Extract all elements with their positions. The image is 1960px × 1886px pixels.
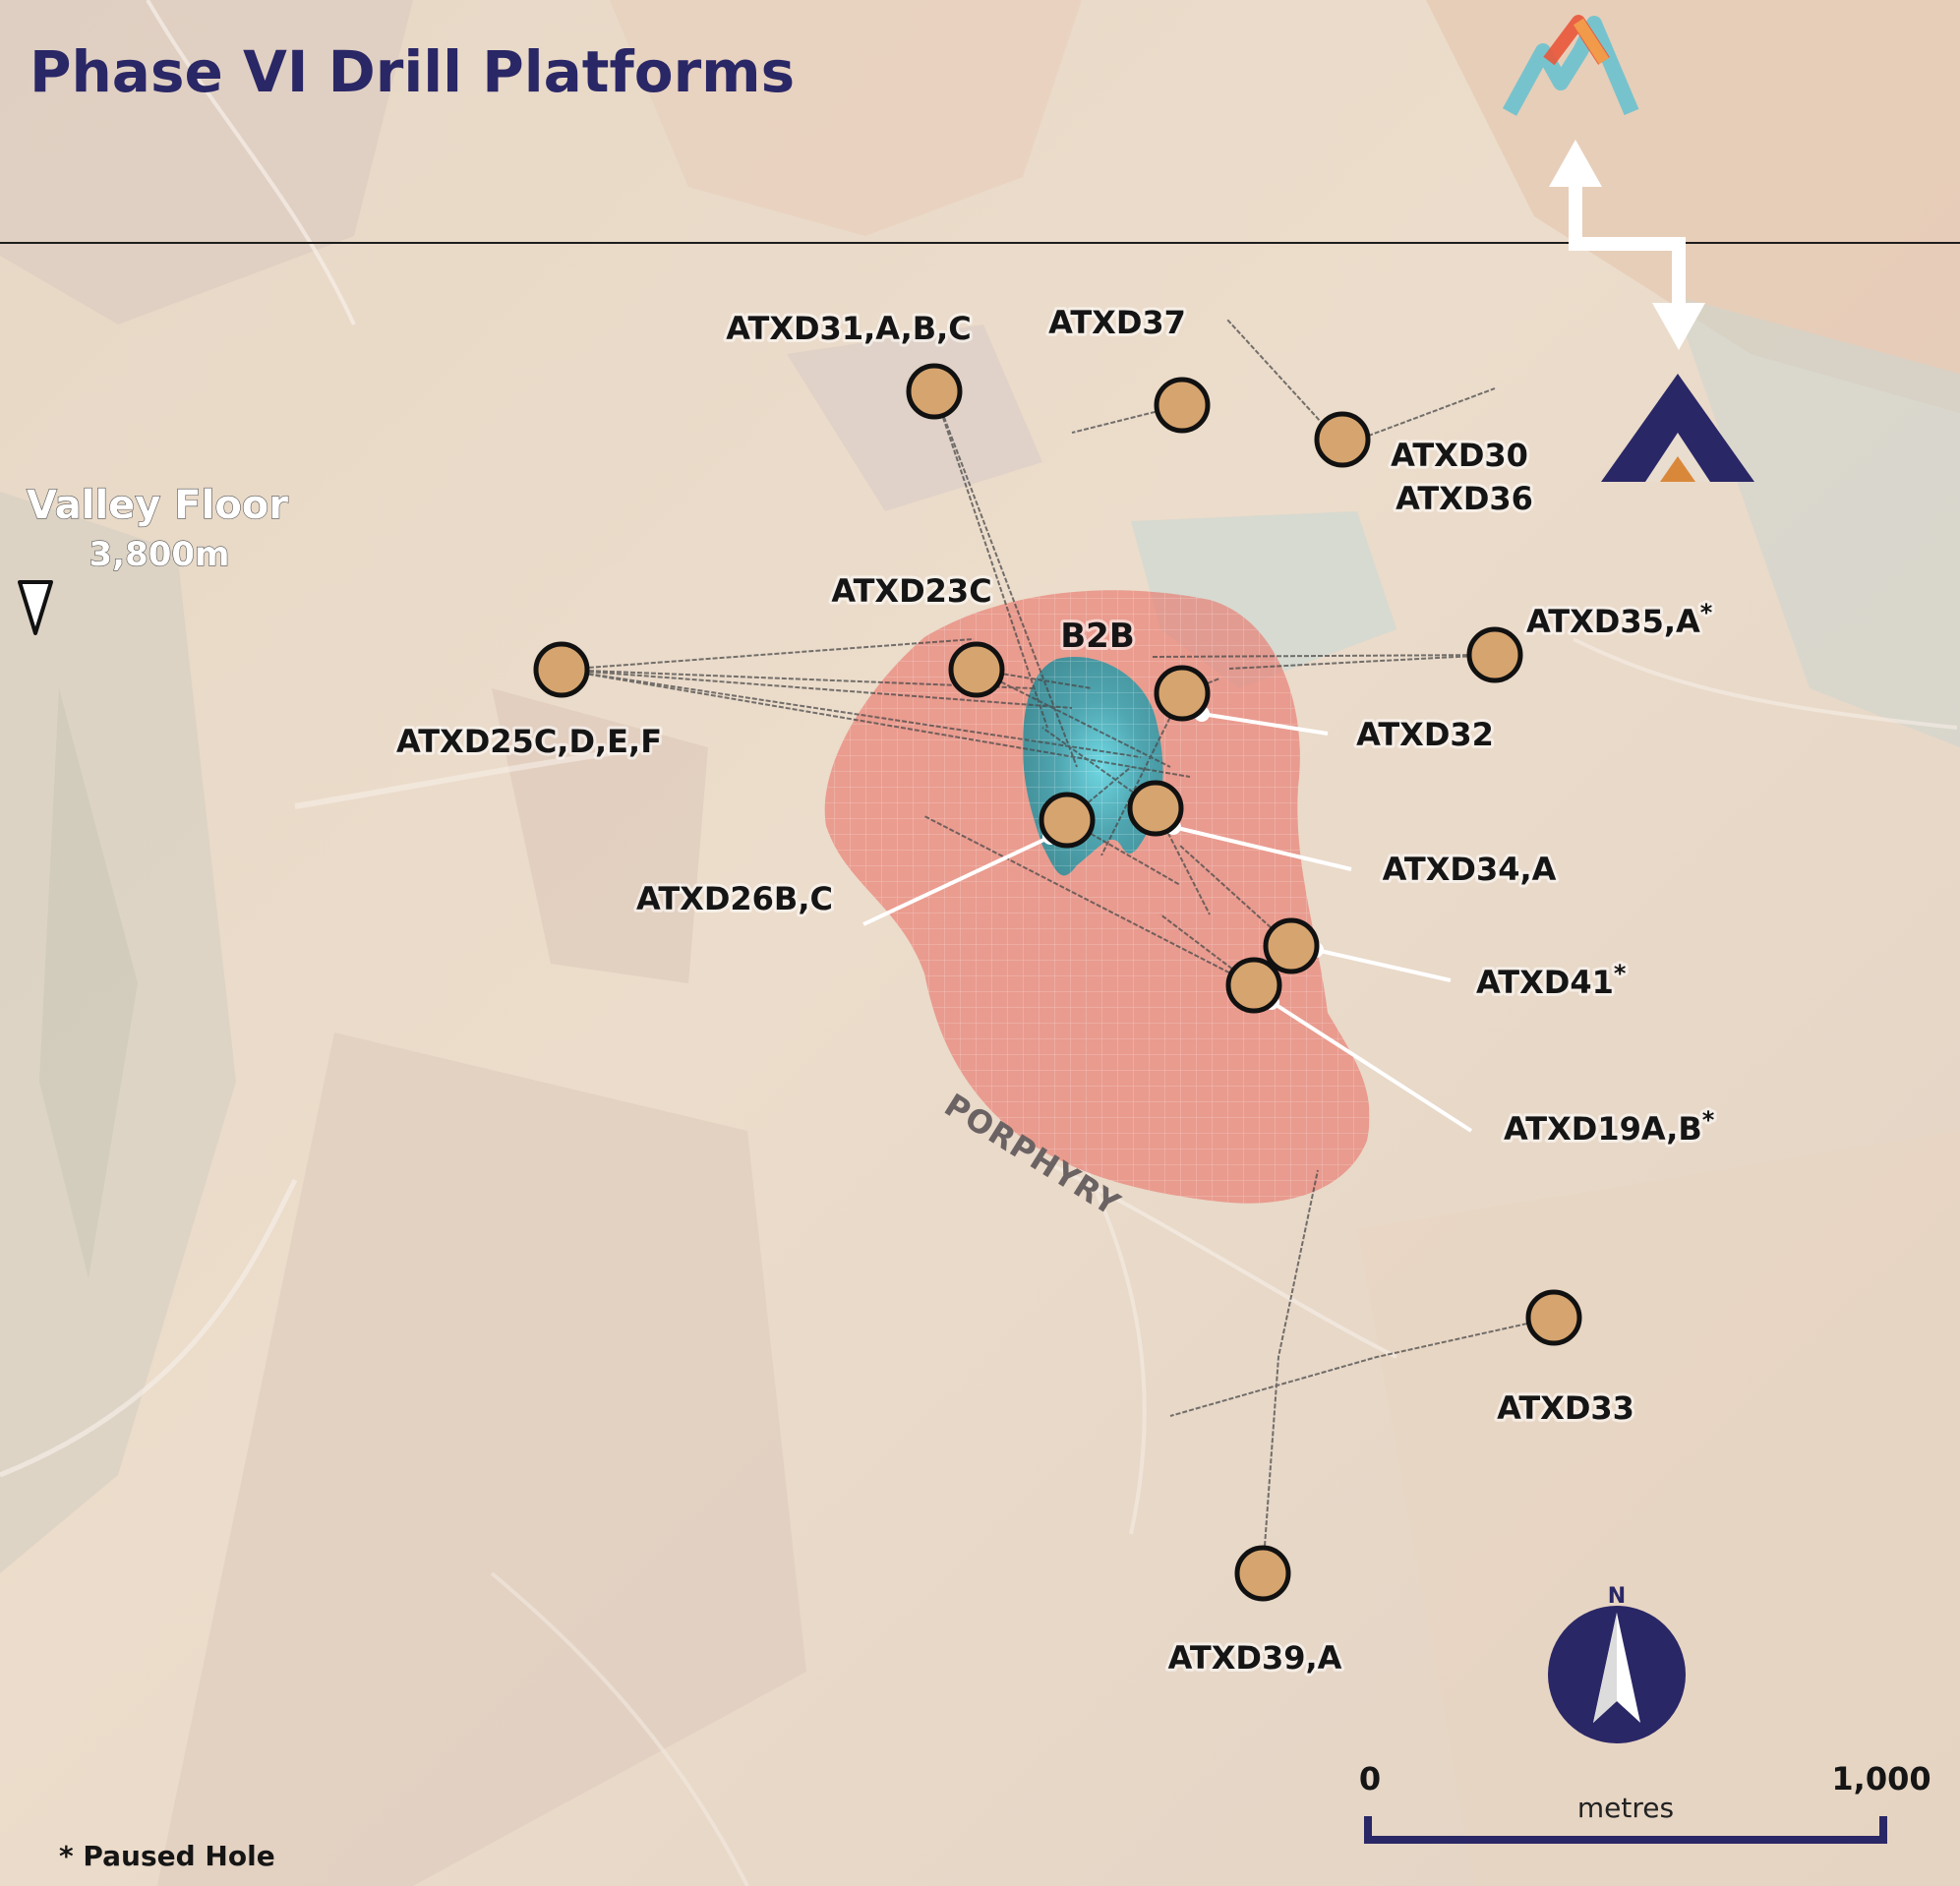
paused-marker: * [1700, 599, 1713, 626]
platform-label-atxd26: ATXD26B,C [636, 880, 833, 917]
triangle-brand-icon [1601, 374, 1754, 482]
platform-labels: ATXD31,A,B,C ATXD37 ATXD30 ATXD36 ATXD23… [393, 301, 1718, 1680]
porphyry-body [824, 590, 1370, 1204]
platform-label-atxd23c: ATXD23C [831, 572, 991, 610]
drill-traces [561, 319, 1555, 1574]
platform-marker-atxd31 [906, 363, 963, 420]
platform-label-atxd19: ATXD19A,B* [1504, 1106, 1715, 1148]
paused-marker: * [1614, 960, 1627, 987]
platform-label-atxd31: ATXD31,A,B,C [726, 310, 972, 347]
footnote: * Paused Hole [59, 1840, 275, 1872]
platform-label-atxd35: ATXD35,A* [1526, 599, 1713, 640]
platform-markers [533, 363, 1582, 1602]
platform-marker-atxd37 [1154, 377, 1211, 434]
platform-label-atxd36: ATXD36 [1396, 480, 1533, 517]
platform-label-atxd37: ATXD37 [1048, 304, 1186, 341]
platform-marker-atxd39 [1234, 1545, 1291, 1602]
valley-floor-marker-icon [18, 580, 53, 635]
platform-marker-atxd23c [948, 641, 1005, 698]
orebody-label: B2B [1060, 617, 1135, 656]
platform-label-atxd32: ATXD32 [1356, 716, 1494, 753]
scale-max: 1,000 [1831, 1760, 1930, 1798]
platform-marker-atxd35 [1466, 626, 1523, 683]
north-label: N [1608, 1584, 1626, 1609]
valley-floor-elevation: 3,800m [89, 535, 230, 574]
platform-label-atxd25: ATXD25C,D,E,F [396, 723, 662, 760]
platform-marker-atxd30-36 [1314, 411, 1371, 468]
platform-marker-atxd25 [533, 641, 590, 698]
platform-label-atxd39: ATXD39,A [1168, 1639, 1342, 1677]
scale-bar: 0 1,000 metres [1359, 1760, 1931, 1844]
platform-marker-atxd32 [1154, 665, 1211, 722]
valley-floor-label: Valley Floor [27, 483, 288, 528]
platform-marker-atxd33 [1525, 1289, 1582, 1346]
leader-lines [862, 712, 1473, 1133]
company-logo-icon [1502, 15, 1639, 116]
platform-marker-atxd41 [1263, 917, 1320, 974]
paused-marker: * [1702, 1106, 1715, 1134]
platform-label-atxd33: ATXD33 [1497, 1389, 1634, 1427]
platform-marker-atxd34 [1127, 780, 1184, 837]
arrow-down-icon [1652, 303, 1705, 350]
scale-unit: metres [1577, 1792, 1674, 1824]
scale-min: 0 [1359, 1760, 1381, 1798]
north-arrow: N [1548, 1584, 1686, 1743]
platform-label-atxd30: ATXD30 [1391, 437, 1528, 474]
platform-label-atxd41: ATXD41* [1476, 960, 1627, 1001]
platform-marker-atxd26 [1039, 792, 1096, 849]
platform-label-atxd34: ATXD34,A [1383, 851, 1557, 888]
section-link-arrow [1549, 140, 1705, 350]
arrow-up-icon [1549, 140, 1602, 187]
platform-marker-atxd19 [1225, 957, 1282, 1014]
map-title: Phase VI Drill Platforms [30, 38, 795, 105]
